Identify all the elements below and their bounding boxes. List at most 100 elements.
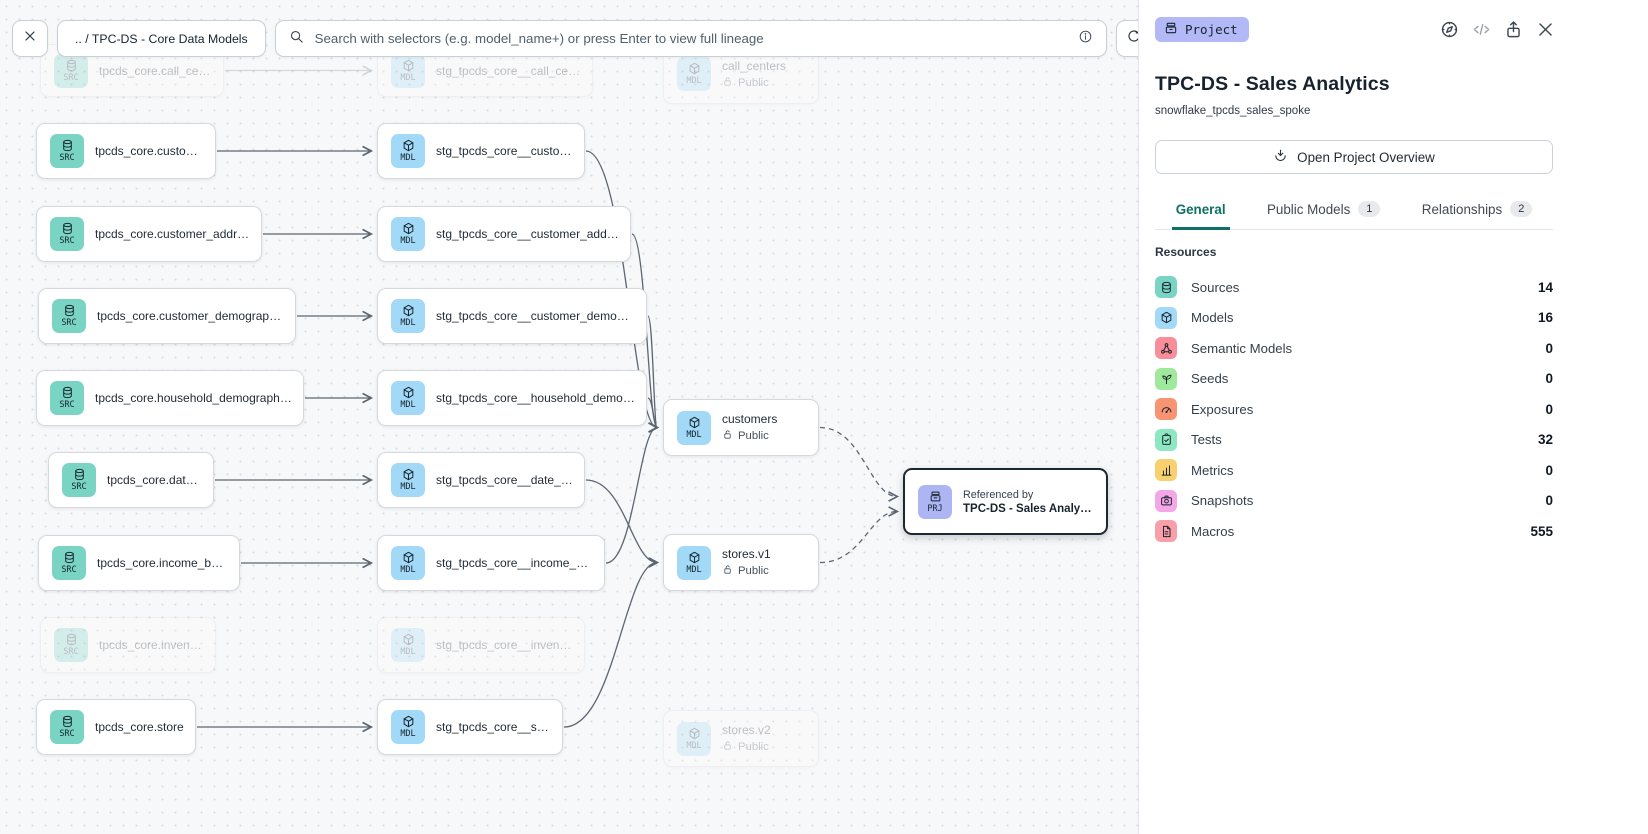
- breadcrumb[interactable]: .. / TPC-DS - Core Data Models: [57, 20, 266, 57]
- database-icon: SRC: [50, 134, 84, 168]
- database-icon: SRC: [50, 381, 84, 415]
- semantic-icon: [1155, 337, 1177, 360]
- unlock-icon: [722, 429, 733, 443]
- resource-row-macros: Macros 555: [1155, 516, 1553, 547]
- database-icon: [1155, 276, 1177, 299]
- node-label: stg_tpcds_core__household_demogr...: [436, 391, 635, 405]
- public-badge: Public: [722, 564, 769, 578]
- lineage-node-stg_store[interactable]: MDL stg_tpcds_core__store: [377, 699, 563, 755]
- node-label: TPC-DS - Sales Analytics: [963, 502, 1095, 515]
- resource-count: 32: [1537, 432, 1553, 448]
- tab-count-badge: 2: [1510, 201, 1533, 217]
- public-badge: Public: [722, 740, 769, 754]
- project-type-badge: Project: [1155, 17, 1249, 42]
- resource-row-snapshots: Snapshots 0: [1155, 486, 1553, 517]
- info-icon[interactable]: [1078, 29, 1093, 49]
- refresh-icon: [1126, 28, 1138, 49]
- unlock-icon: [722, 740, 733, 754]
- macro-icon: [1155, 520, 1177, 543]
- search-input[interactable]: [312, 30, 1069, 47]
- lineage-node-stg_income_band[interactable]: MDL stg_tpcds_core__income_band: [377, 535, 605, 591]
- resource-row-tests: Tests 32: [1155, 425, 1553, 456]
- cube-icon: MDL: [677, 410, 711, 445]
- resource-count: 0: [1545, 401, 1553, 417]
- resource-count: 14: [1537, 279, 1553, 295]
- tab-count-badge: 1: [1358, 201, 1381, 217]
- lineage-toolbar: .. / TPC-DS - Core Data Models: [12, 20, 1138, 57]
- resources-header: Resources: [1155, 245, 1217, 259]
- cube-icon: MDL: [391, 546, 425, 580]
- resource-count: 0: [1545, 371, 1553, 387]
- node-label: stores.v1: [722, 547, 771, 561]
- project-icon: [1164, 21, 1178, 38]
- project-title: TPC-DS - Sales Analytics: [1155, 73, 1390, 95]
- close-icon[interactable]: [1536, 20, 1555, 39]
- database-icon: SRC: [50, 710, 84, 744]
- search-bar[interactable]: [274, 20, 1107, 57]
- tab-general[interactable]: General: [1171, 195, 1230, 230]
- cube-icon: MDL: [677, 721, 711, 756]
- node-label: stg_tpcds_core__income_band: [436, 556, 593, 570]
- node-label: stg_tpcds_core__customer: [436, 144, 573, 158]
- node-label: tpcds_core.customer_demographics: [97, 309, 284, 323]
- resource-count: 555: [1530, 523, 1553, 539]
- resource-row-metrics: Metrics 0: [1155, 455, 1553, 486]
- lineage-node-src_customer_demographics[interactable]: SRC tpcds_core.customer_demographics: [38, 288, 296, 344]
- cube-icon: MDL: [391, 710, 425, 744]
- database-icon: SRC: [52, 299, 86, 333]
- resource-row-sources: Sources 14: [1155, 272, 1553, 303]
- resource-row-models: Models 16: [1155, 303, 1553, 334]
- node-label: tpcds_core.income_band: [97, 556, 228, 570]
- database-icon: SRC: [52, 546, 86, 580]
- unlock-icon: [722, 564, 733, 578]
- node-label: tpcds_core.customer: [95, 144, 204, 158]
- cube-icon: [1155, 306, 1177, 329]
- open-project-overview-button[interactable]: Open Project Overview: [1155, 140, 1553, 174]
- resource-count: 0: [1545, 493, 1553, 509]
- snapshot-icon: [1155, 489, 1177, 512]
- lineage-node-src_customer[interactable]: SRC tpcds_core.customer: [36, 123, 216, 179]
- compass-icon[interactable]: [1440, 20, 1459, 39]
- close-lineage-button[interactable]: [12, 20, 48, 57]
- resource-count: 0: [1545, 462, 1553, 478]
- details-panel: Project TPC-DS - Sales Analytics snowfla…: [1138, 0, 1648, 834]
- resource-row-semantic-models: Semantic Models 0: [1155, 333, 1553, 364]
- cube-icon: MDL: [677, 545, 711, 580]
- refresh-button[interactable]: [1115, 20, 1138, 57]
- node-label: stg_tpcds_core__inventory: [436, 638, 573, 652]
- node-label: stg_tpcds_core__customer_demogra...: [436, 309, 635, 323]
- share-icon[interactable]: [1504, 20, 1523, 39]
- code-icon[interactable]: [1472, 20, 1491, 39]
- panel-header: Project: [1155, 17, 1555, 42]
- lineage-node-src_income_band[interactable]: SRC tpcds_core.income_band: [38, 535, 240, 591]
- public-badge: Public: [722, 429, 769, 443]
- test-icon: [1155, 428, 1177, 451]
- resource-count: 0: [1545, 340, 1553, 356]
- node-label: stg_tpcds_core__call_center: [436, 63, 581, 78]
- project-subtitle: snowflake_tpcds_sales_spoke: [1155, 105, 1311, 117]
- node-label: stores.v2: [722, 723, 771, 737]
- resources-list: Sources 14 Models 16 Semantic Models 0 S…: [1155, 272, 1555, 547]
- node-label: tpcds_core.date_dim: [107, 473, 202, 487]
- node-label: stg_tpcds_core__store: [436, 720, 551, 734]
